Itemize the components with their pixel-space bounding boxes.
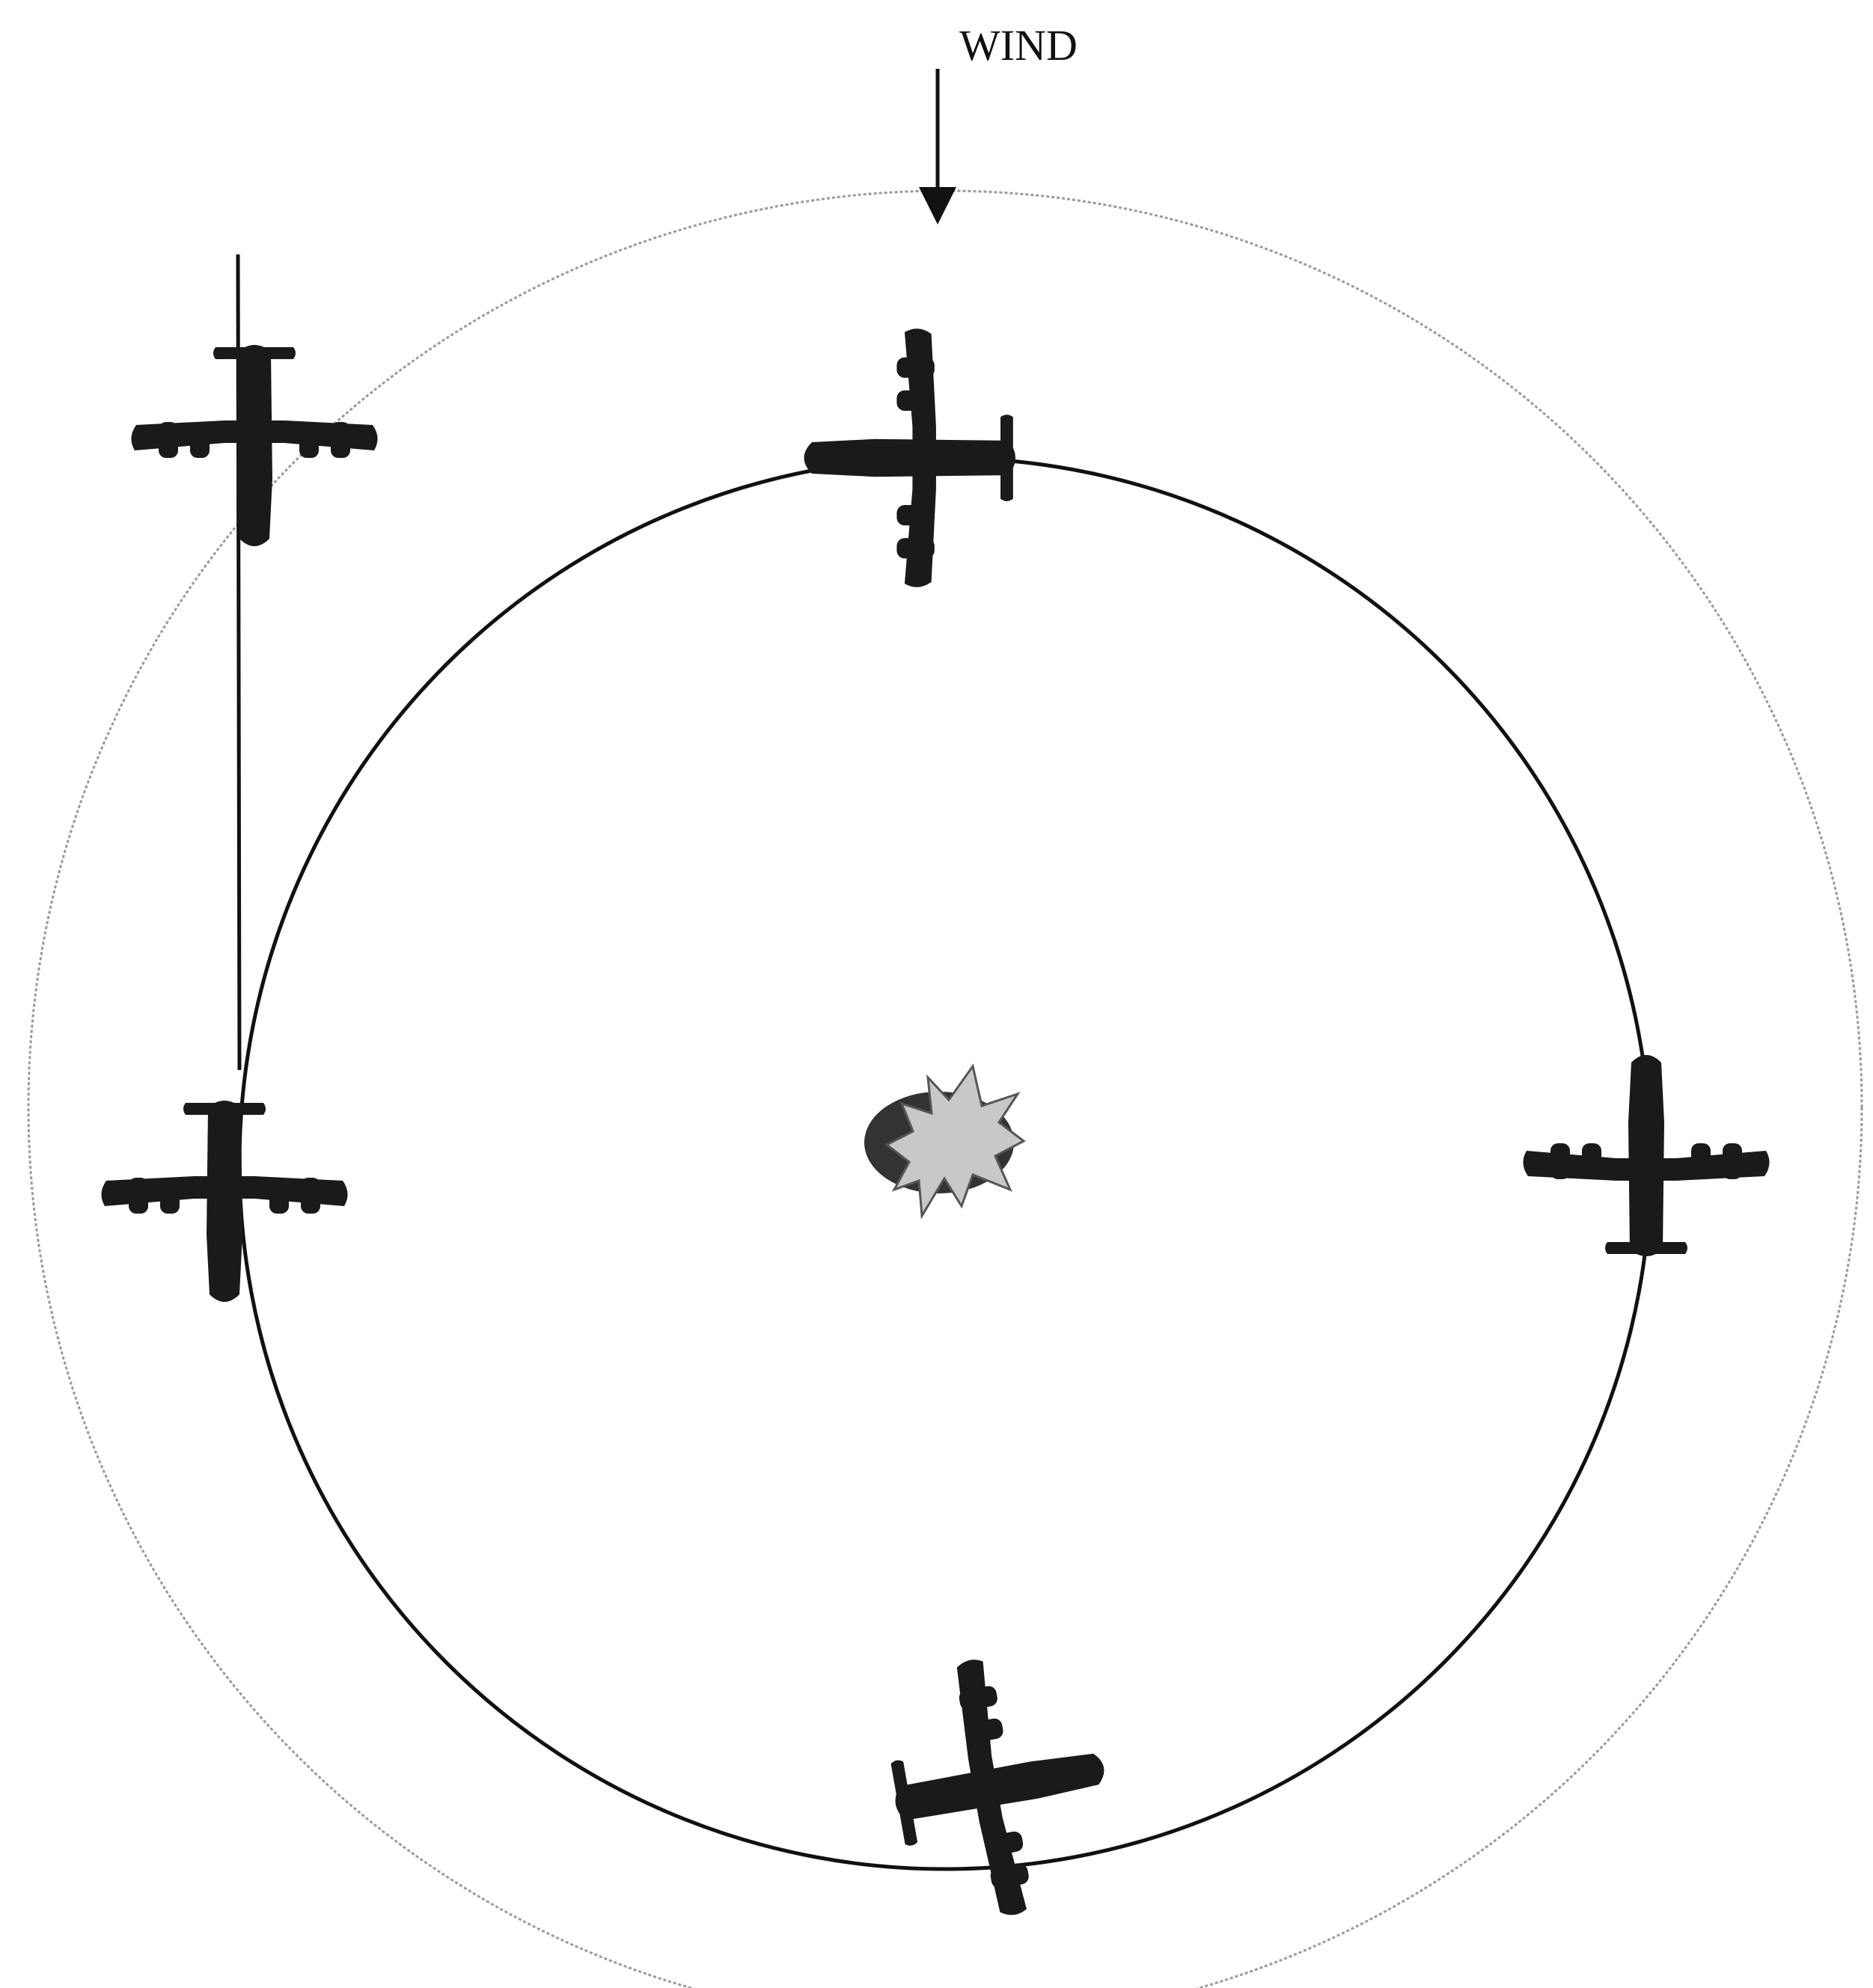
airplane-silhouette-icon [873, 1641, 1126, 1932]
airplane-silhouette-icon [1523, 1055, 1769, 1256]
arrow-down-icon [919, 69, 956, 224]
explosion-icon [864, 1066, 1024, 1216]
airplane-silhouette-icon [101, 1101, 347, 1302]
airplane-silhouette-icon [131, 345, 377, 546]
wind-label: WIND [959, 21, 1078, 70]
airplane-silhouette-icon [804, 328, 1015, 587]
